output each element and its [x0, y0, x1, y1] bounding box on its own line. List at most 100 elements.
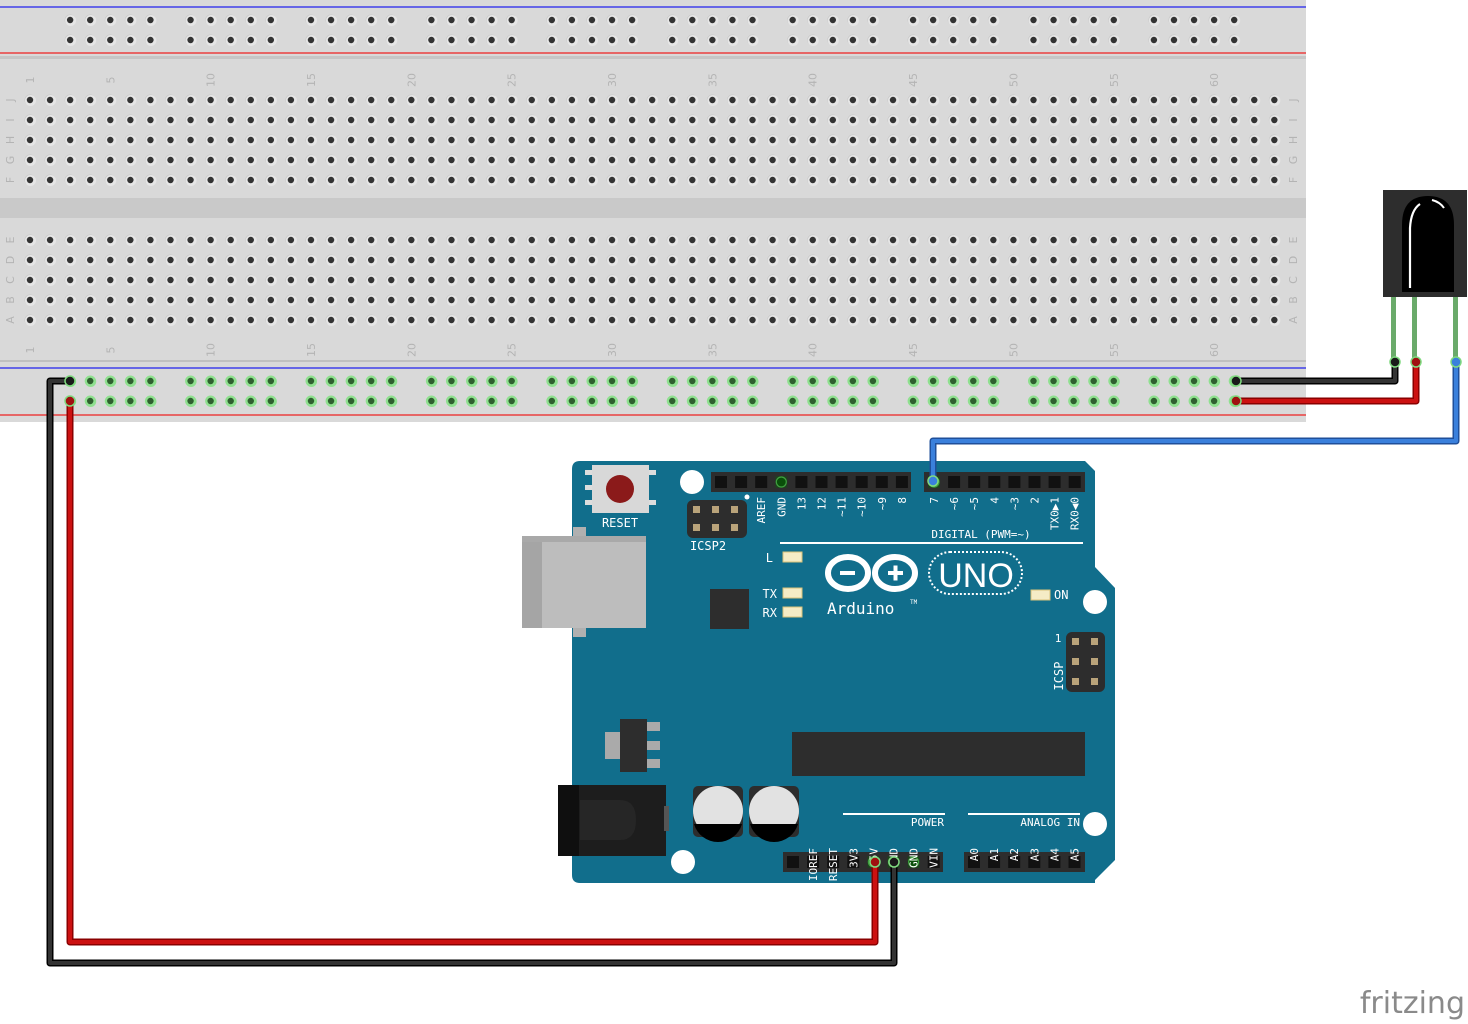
hole-center: [1090, 136, 1097, 144]
header-pin[interactable]: [847, 856, 860, 868]
header-pin[interactable]: [807, 856, 820, 868]
hole-center: [247, 276, 254, 284]
header-pin[interactable]: [787, 856, 799, 868]
power-wire-arduino[interactable]: [66, 401, 879, 946]
header-pin[interactable]: [815, 476, 828, 488]
hole-center: [508, 397, 515, 405]
hole-center: [548, 136, 556, 144]
row-label: A: [1287, 316, 1300, 324]
arduino-brand-label: Arduino: [827, 599, 894, 618]
header-pin[interactable]: [855, 476, 868, 488]
hole-center: [829, 377, 836, 385]
header-pin[interactable]: [968, 856, 980, 868]
hole-center: [1010, 116, 1017, 124]
hole-center: [1070, 156, 1077, 164]
header-pin[interactable]: [968, 476, 981, 488]
header-pin[interactable]: [835, 476, 848, 488]
header-pin[interactable]: [927, 856, 940, 868]
column-label: 20: [405, 73, 418, 87]
pin-label: ~11: [836, 497, 849, 517]
hole-center: [990, 116, 997, 124]
wire-endpoint[interactable]: [1230, 375, 1242, 387]
led-l-label: L: [766, 551, 773, 565]
hole-center: [648, 96, 656, 104]
hole-center: [1110, 116, 1117, 124]
trademark-label: TM: [910, 599, 918, 606]
header-pin[interactable]: [735, 476, 748, 488]
hole-center: [408, 276, 415, 284]
hole-center: [789, 236, 796, 244]
hole-center: [749, 296, 756, 304]
wire-endpoint[interactable]: [1450, 356, 1462, 368]
header-pin[interactable]: [1008, 856, 1021, 868]
header-pin[interactable]: [827, 856, 840, 868]
power-wire-ir[interactable]: [1236, 362, 1420, 405]
hole-center: [709, 397, 716, 405]
hole-center: [1231, 176, 1238, 184]
pin-label: IOREF: [807, 848, 820, 881]
pin-label: A4: [1048, 848, 1061, 862]
ground-wire-ir[interactable]: [1236, 362, 1399, 385]
header-pin[interactable]: [948, 476, 961, 488]
hole-center: [909, 377, 917, 385]
pin-label: ~9: [876, 497, 889, 510]
header-pin[interactable]: [795, 476, 808, 488]
hole-center: [107, 377, 114, 385]
wire-endpoint[interactable]: [64, 375, 76, 387]
wire-endpoint[interactable]: [1389, 356, 1401, 368]
header-pin[interactable]: [1068, 856, 1081, 868]
hole-center: [267, 96, 275, 104]
pin-label: ~10: [856, 497, 869, 517]
ir-receiver[interactable]: [1383, 190, 1467, 362]
hole-center: [508, 316, 515, 324]
header-pin[interactable]: [715, 476, 727, 488]
row-label: F: [1287, 177, 1300, 183]
hole-center: [889, 116, 897, 124]
hole-center: [1251, 296, 1258, 304]
wire-endpoint[interactable]: [1230, 395, 1242, 407]
hole-center: [849, 16, 857, 24]
header-pin[interactable]: [895, 476, 908, 488]
hole-center: [1210, 16, 1218, 24]
hole-center: [809, 36, 816, 44]
header-pin[interactable]: [1048, 476, 1061, 488]
header-pin[interactable]: [1028, 476, 1041, 488]
hole-center: [267, 316, 275, 324]
signal-wire[interactable]: [929, 362, 1460, 481]
wire-endpoint[interactable]: [869, 856, 881, 868]
hole-center: [147, 36, 154, 44]
header-pin[interactable]: [875, 476, 888, 488]
hole-center: [889, 176, 897, 184]
wire-endpoint[interactable]: [1410, 356, 1422, 368]
hole-center: [46, 96, 54, 104]
hole-center: [1251, 316, 1258, 324]
header-pin[interactable]: [1048, 856, 1061, 868]
reset-button[interactable]: [585, 465, 656, 513]
hole-center: [1050, 116, 1057, 124]
header-pin[interactable]: [755, 476, 768, 488]
hole-center: [990, 397, 997, 405]
hole-center: [247, 236, 254, 244]
hole-center: [408, 156, 415, 164]
hole-center: [749, 377, 756, 385]
hole-center: [147, 136, 154, 144]
wire-endpoint[interactable]: [888, 856, 900, 868]
header-pin[interactable]: [1028, 856, 1041, 868]
hole-center: [1050, 296, 1057, 304]
ground-wire-arduino[interactable]: [46, 377, 898, 967]
reset-label: RESET: [602, 516, 638, 530]
header-pin[interactable]: [988, 856, 1001, 868]
hole-center: [709, 276, 716, 284]
hole-center: [1090, 377, 1097, 385]
header-pin[interactable]: [1008, 476, 1021, 488]
hole-center: [1110, 16, 1117, 24]
wire-endpoint[interactable]: [64, 395, 76, 407]
wire-endpoint[interactable]: [927, 475, 939, 487]
hole-center: [950, 236, 957, 244]
hole-center: [488, 176, 495, 184]
header-pin[interactable]: [988, 476, 1001, 488]
hole-center: [1130, 156, 1138, 164]
header-pin[interactable]: [1068, 476, 1081, 488]
hole-center: [749, 397, 756, 405]
